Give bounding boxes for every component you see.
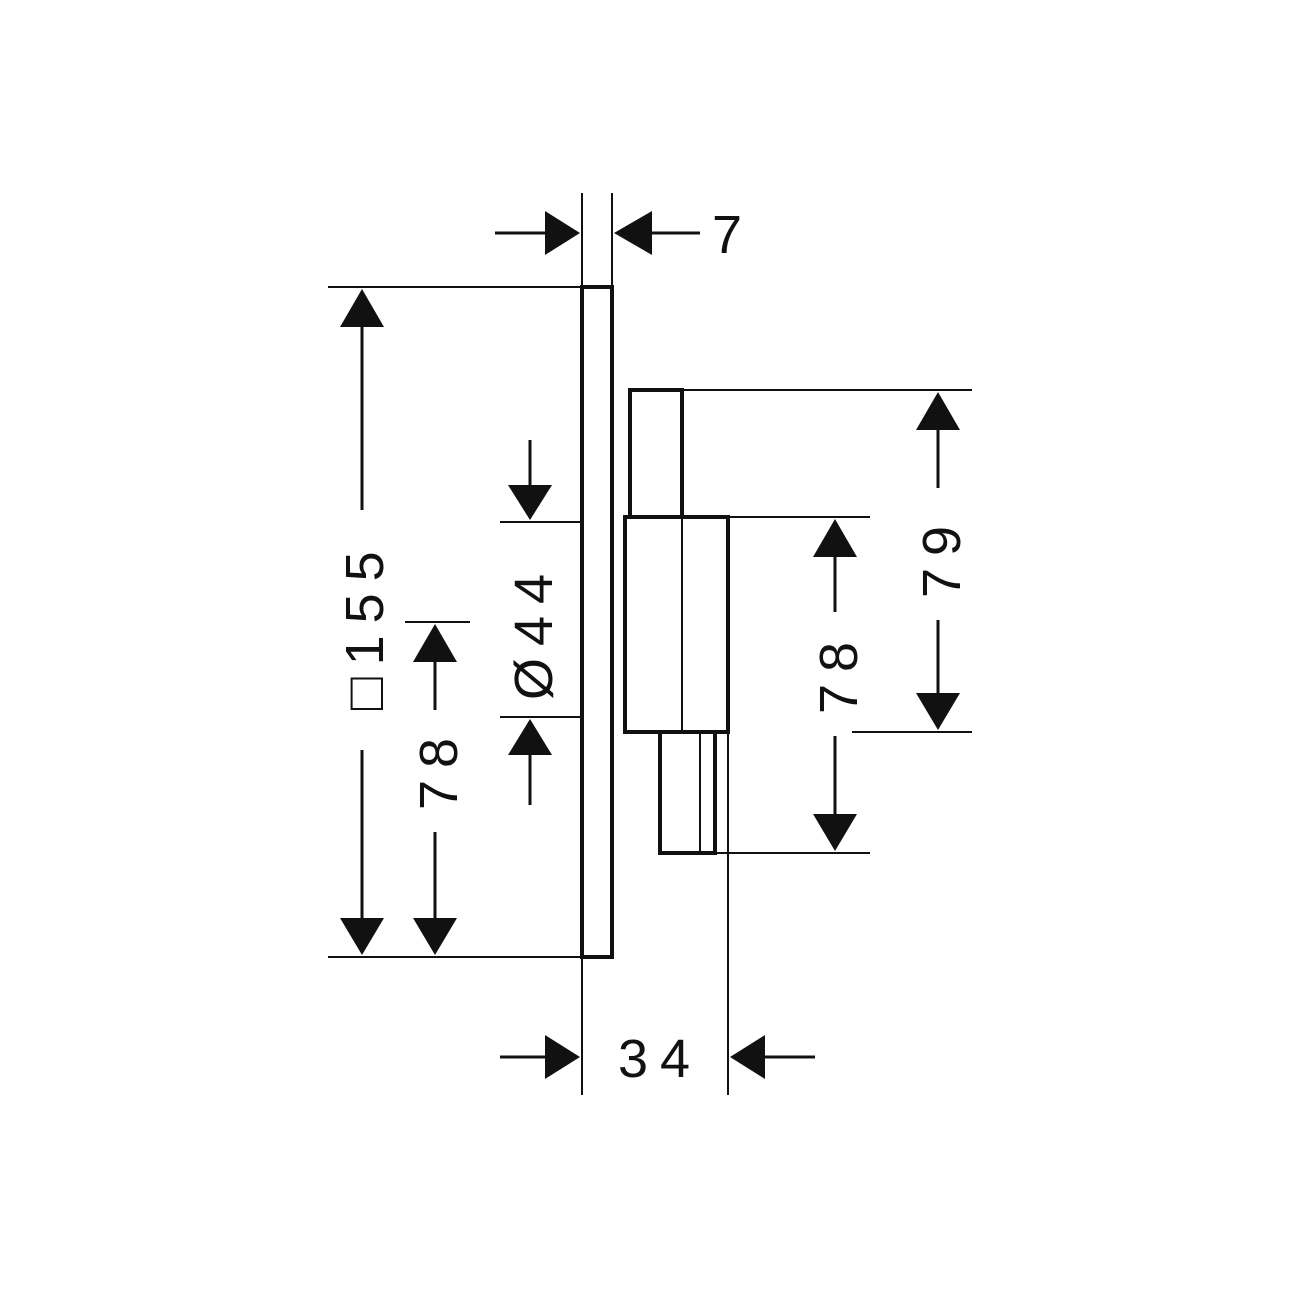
arrow-left-icon <box>730 1035 765 1079</box>
dimension-label-lower-half-left: 78 <box>409 726 469 810</box>
dimension-plate-square: □155 <box>328 286 582 958</box>
dimension-thickness: 7 <box>495 193 754 287</box>
arrow-right-icon <box>545 211 580 255</box>
arrow-up-icon <box>340 289 384 327</box>
dimension-label-lower-knob-right: 78 <box>809 630 869 714</box>
dimension-lower-half-left: 78 <box>405 621 470 955</box>
cover-plate <box>580 285 614 959</box>
dimension-label-knob-height-right: 79 <box>912 514 972 598</box>
lower-knob <box>658 730 717 855</box>
arrow-left-icon <box>614 211 652 255</box>
arrow-right-icon <box>545 1035 580 1079</box>
arrow-down-icon <box>813 814 857 851</box>
arrow-down-icon <box>916 693 960 730</box>
arrow-up-icon <box>813 519 857 557</box>
dimension-label-plate-square: □155 <box>335 539 395 710</box>
upper-knob <box>628 388 684 520</box>
center-body <box>623 515 730 734</box>
arrow-up-icon <box>916 392 960 430</box>
arrow-up-icon <box>413 624 457 662</box>
arrow-down-icon <box>340 918 384 955</box>
dimension-lower-knob-right: 78 <box>715 516 870 854</box>
arrow-up-icon <box>508 719 552 755</box>
dimension-diameter: Ø44 <box>500 440 582 805</box>
dimension-label-thickness: 7 <box>712 205 754 265</box>
dimension-knob-height-right: 79 <box>682 389 972 733</box>
arrow-down-icon <box>413 918 457 955</box>
dimension-label-diameter: Ø44 <box>504 562 564 700</box>
dimension-label-depth: 34 <box>618 1029 702 1089</box>
dimension-depth: 34 <box>500 732 815 1095</box>
arrow-down-icon <box>508 485 552 520</box>
